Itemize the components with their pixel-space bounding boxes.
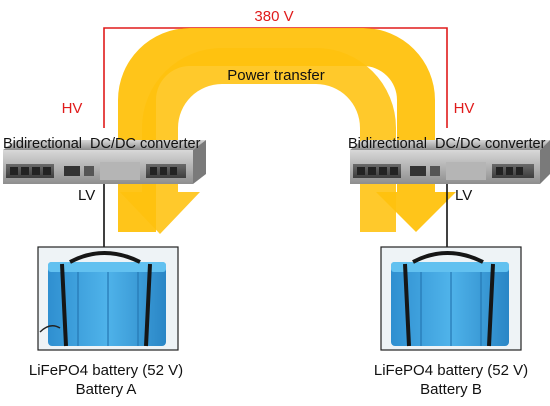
- left-hv-label: HV: [62, 100, 83, 117]
- right-battery: [380, 246, 522, 351]
- left-battery-label: LiFePO4 battery (52 V): [29, 362, 183, 379]
- left-converter-label: Bidirectional DC/DC converter: [3, 136, 201, 152]
- power-flow-inner-arrow: [120, 48, 396, 234]
- left-battery-name: Battery A: [76, 381, 137, 398]
- left-lv-label: LV: [78, 187, 95, 204]
- left-battery: [37, 246, 179, 351]
- right-converter-label: Bidirectional DC/DC converter: [348, 136, 546, 152]
- power-transfer-label: Power transfer: [227, 67, 325, 84]
- hv-voltage-label: 380 V: [254, 8, 293, 25]
- left-converter: [3, 140, 206, 184]
- right-lv-label: LV: [455, 187, 472, 204]
- right-converter: [350, 140, 550, 184]
- right-battery-label: LiFePO4 battery (52 V): [374, 362, 528, 379]
- right-battery-name: Battery B: [420, 381, 482, 398]
- right-hv-label: HV: [454, 100, 475, 117]
